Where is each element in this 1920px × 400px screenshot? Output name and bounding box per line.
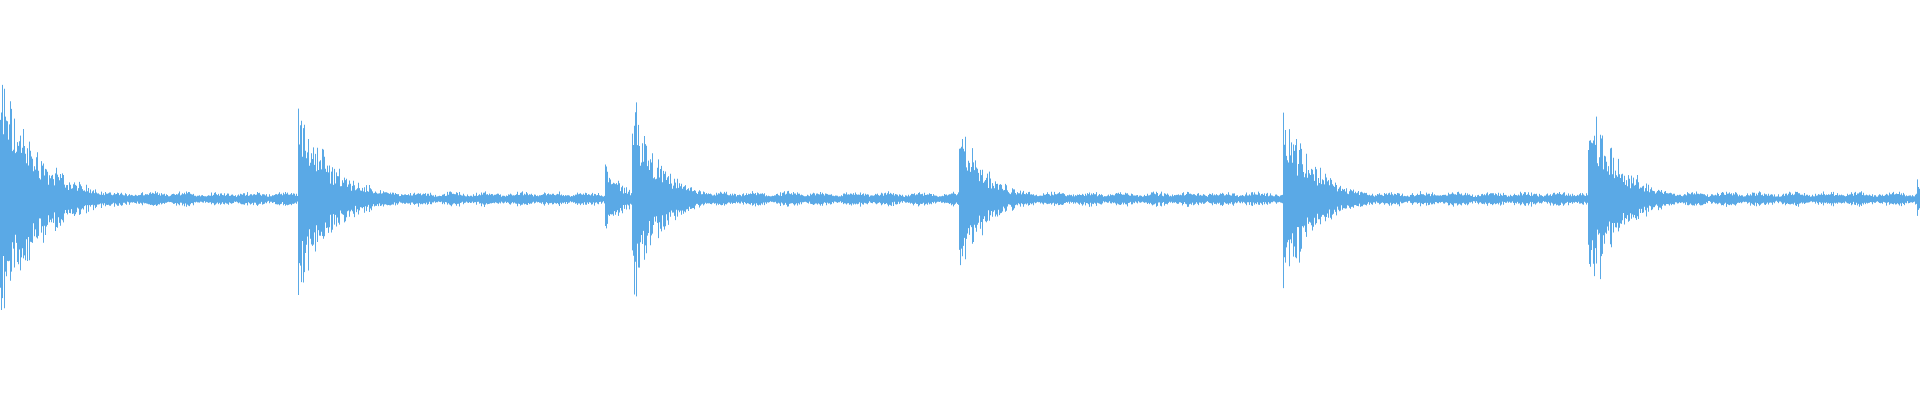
waveform-path [0, 84, 1920, 310]
waveform-bars [0, 84, 1920, 310]
